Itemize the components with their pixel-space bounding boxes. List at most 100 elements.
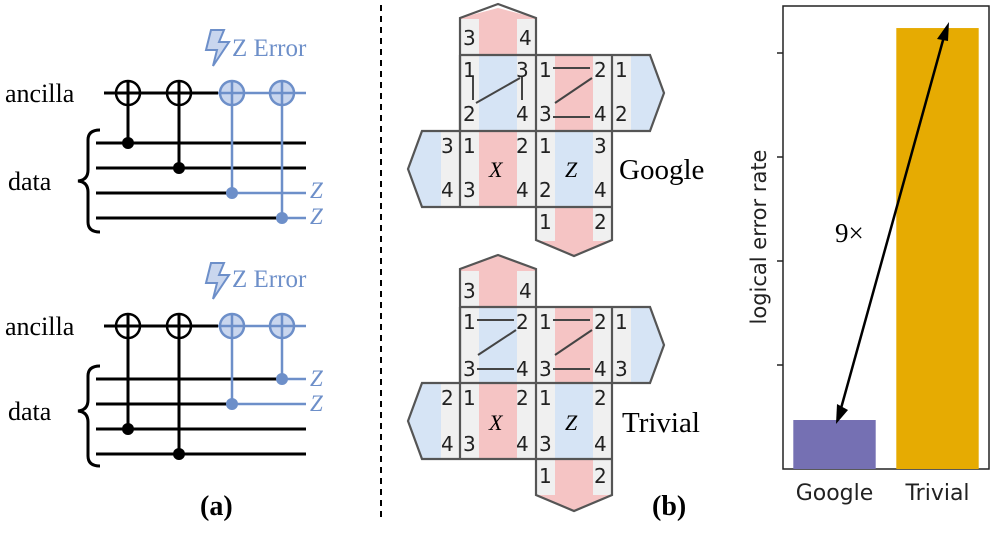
ancilla-label-bottom: ancilla (5, 312, 75, 341)
panel-b-label: (b) (652, 491, 686, 522)
x-tick-labels: Google Trivial (796, 481, 970, 506)
circuit-bottom: ancilla data Z Error Z Z (5, 262, 323, 468)
trivial-layout-name: Trivial (622, 407, 700, 439)
svg-text:1: 1 (463, 58, 476, 82)
svg-text:3: 3 (463, 178, 476, 202)
control-dot (173, 448, 185, 460)
z-error-label-bottom: Z Error (232, 266, 307, 293)
svg-text:3: 3 (463, 357, 476, 381)
ancilla-label-top: ancilla (5, 79, 75, 108)
svg-text:2: 2 (594, 464, 607, 488)
svg-text:3: 3 (516, 58, 529, 82)
svg-text:1: 1 (463, 310, 476, 334)
ratio-arrow (836, 22, 949, 424)
svg-text:3: 3 (539, 357, 552, 381)
svg-text:4: 4 (594, 432, 607, 456)
lightning-icon (204, 29, 231, 67)
error-rate-chart: Google Trivial logical error rate 9× (747, 5, 990, 506)
coupler (554, 329, 593, 356)
svg-text:4: 4 (516, 357, 529, 381)
svg-text:4: 4 (441, 432, 454, 456)
z-label: Z (310, 366, 323, 391)
control-dot (122, 137, 134, 149)
coupler (554, 77, 593, 104)
annotation-bg (830, 215, 884, 247)
z-label: Z (310, 391, 323, 416)
bar-google (793, 420, 876, 469)
svg-text:2: 2 (539, 178, 552, 202)
svg-text:2: 2 (594, 386, 607, 410)
data-label-bottom: data (8, 397, 52, 426)
y-ticks (777, 52, 783, 366)
svg-text:4: 4 (594, 102, 607, 126)
svg-text:1: 1 (463, 134, 476, 158)
svg-text:3: 3 (441, 134, 454, 158)
svg-text:1: 1 (615, 310, 628, 334)
data-label-top: data (8, 167, 52, 196)
control-dot (173, 162, 185, 174)
x-stabilizer-label: X (488, 157, 504, 182)
svg-text:2: 2 (463, 102, 476, 126)
svg-text:4: 4 (516, 432, 529, 456)
svg-text:2: 2 (441, 386, 454, 410)
chart-frame (782, 5, 990, 470)
svg-text:2: 2 (594, 58, 607, 82)
blue-control-dot (276, 373, 288, 385)
google-layout-name: Google (619, 154, 704, 186)
svg-text:2: 2 (516, 134, 529, 158)
svg-text:1: 1 (539, 58, 552, 82)
svg-text:3: 3 (463, 26, 476, 50)
z-stabilizer-label: Z (565, 157, 578, 182)
svg-text:1: 1 (539, 134, 552, 158)
lightning-icon (204, 262, 231, 300)
bars (793, 28, 979, 470)
circuit-top: ancilla data Z Error Z Z (5, 29, 323, 234)
svg-text:4: 4 (516, 102, 529, 126)
blue-control-dot (226, 187, 238, 199)
svg-text:2: 2 (594, 310, 607, 334)
blue-control-dot (276, 212, 288, 224)
data-brace-top (77, 128, 101, 234)
x-stabilizer-label: X (488, 410, 504, 435)
control-dot (122, 423, 134, 435)
svg-text:1: 1 (615, 58, 628, 82)
svg-text:1: 1 (539, 310, 552, 334)
svg-text:2: 2 (516, 310, 529, 334)
bar-trivial (896, 28, 979, 470)
svg-text:2: 2 (516, 386, 529, 410)
svg-text:4: 4 (519, 26, 532, 50)
z-error-label-top: Z Error (232, 35, 307, 62)
coupler (475, 77, 521, 104)
svg-text:1: 1 (539, 210, 552, 234)
svg-text:3: 3 (463, 432, 476, 456)
blue-control-dot (226, 398, 238, 410)
ratio-annotation: 9× (835, 218, 864, 248)
svg-text:4: 4 (441, 178, 454, 202)
svg-text:4: 4 (519, 279, 532, 303)
svg-text:2: 2 (615, 102, 628, 126)
svg-text:3: 3 (539, 102, 552, 126)
svg-text:3: 3 (615, 357, 628, 381)
coupler (477, 329, 517, 356)
z-label: Z (310, 204, 323, 229)
svg-text:2: 2 (594, 210, 607, 234)
svg-text:4: 4 (594, 178, 607, 202)
svg-text:1: 1 (539, 386, 552, 410)
svg-text:4: 4 (594, 357, 607, 381)
svg-text:3: 3 (594, 134, 607, 158)
svg-text:1: 1 (539, 464, 552, 488)
data-brace-bottom (77, 364, 101, 468)
x-tick-label: Google (796, 481, 874, 506)
panel-a-label: (a) (200, 491, 233, 522)
svg-text:3: 3 (539, 432, 552, 456)
x-tick-label: Trivial (904, 481, 969, 506)
svg-text:3: 3 (463, 279, 476, 303)
z-label: Z (310, 178, 323, 203)
z-stabilizer-label: Z (565, 410, 578, 435)
svg-text:4: 4 (516, 178, 529, 202)
y-axis-label: logical error rate (747, 150, 771, 325)
svg-text:1: 1 (463, 386, 476, 410)
